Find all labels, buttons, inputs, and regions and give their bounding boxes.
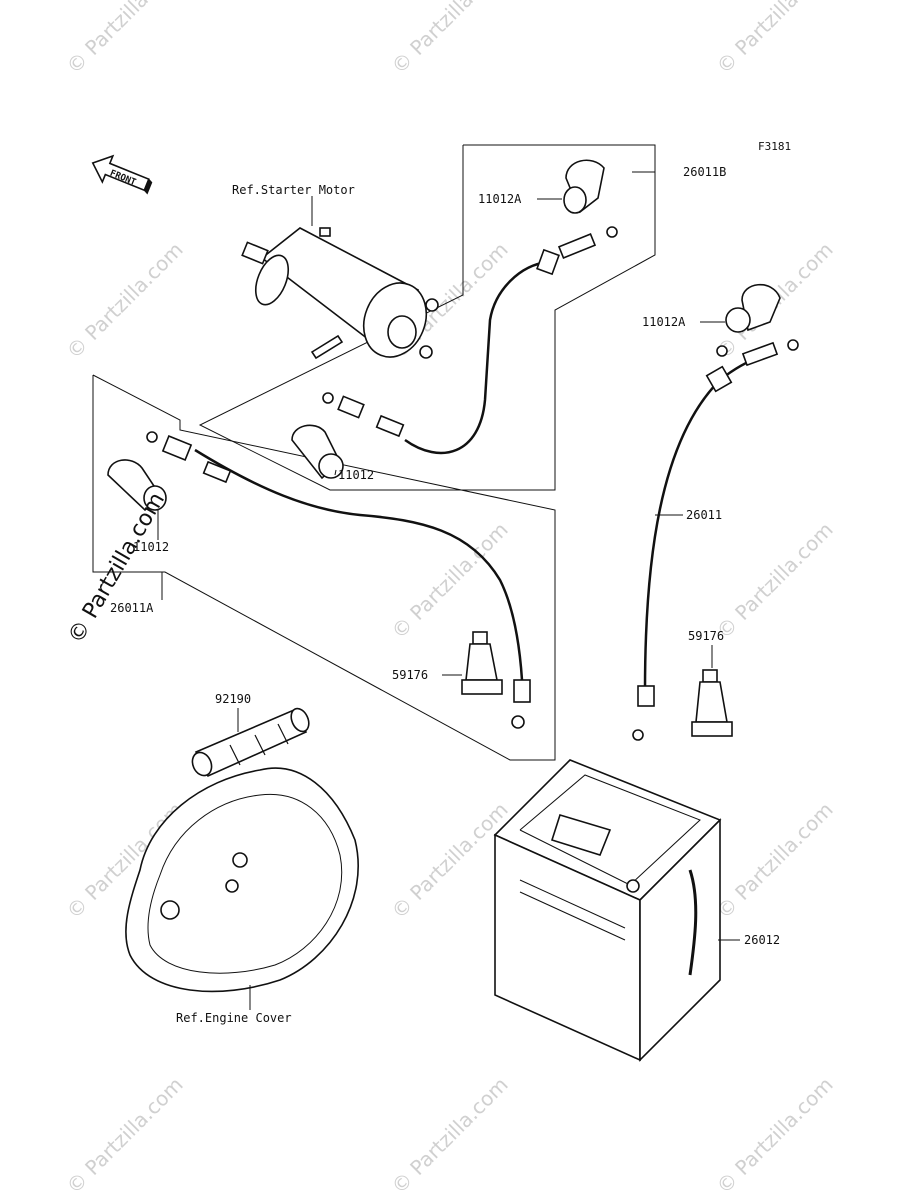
watermark: © Partzilla.com <box>387 797 513 923</box>
label-11012A-right: 11012A <box>642 315 686 329</box>
label-11012-mid: 11012 <box>338 468 374 482</box>
leader-lines <box>157 171 740 1010</box>
watermark-prominent: © Partzilla.com <box>64 488 171 648</box>
terminal-boot-59176-right <box>691 669 733 737</box>
watermark: © Partzilla.com <box>712 517 838 643</box>
cable-26011B <box>322 226 618 455</box>
watermark: © Partzilla.com <box>387 0 513 79</box>
cable-26011 <box>632 339 799 741</box>
engine-cover <box>125 767 359 993</box>
terminal-boot-59176-mid <box>461 631 503 695</box>
figure-code: F3181 <box>758 140 791 153</box>
label-26011A: 26011A <box>110 601 154 615</box>
cable-26011A <box>146 431 531 729</box>
label-59176-right: 59176 <box>688 629 724 643</box>
part-labels: Ref.Starter Motor 26011B 11012A 11012A 1… <box>110 165 780 1025</box>
watermark: © Partzilla.com <box>387 1072 513 1198</box>
label-26011: 26011 <box>686 508 722 522</box>
watermark: © Partzilla.com <box>712 0 838 79</box>
watermark: © Partzilla.com <box>712 797 838 923</box>
label-11012A-top: 11012A <box>478 192 522 206</box>
tube-92190 <box>191 707 310 778</box>
label-59176-mid: 59176 <box>392 668 428 682</box>
starter-motor <box>241 227 439 360</box>
front-arrow-icon: FRONT <box>91 154 153 195</box>
label-26011B: 26011B <box>683 165 726 179</box>
watermark: © Partzilla.com <box>62 0 188 79</box>
label-11012-left: 11012 <box>133 540 169 554</box>
watermark: © Partzilla.com <box>387 517 513 643</box>
watermark: © Partzilla.com <box>62 1072 188 1198</box>
label-ref-starter-motor: Ref.Starter Motor <box>232 183 355 197</box>
battery-26012 <box>493 759 722 1062</box>
terminal-cap-11012-left <box>107 459 167 512</box>
terminal-cap-11012A-right <box>725 283 781 333</box>
label-92190: 92190 <box>215 692 251 706</box>
label-ref-engine-cover: Ref.Engine Cover <box>176 1011 292 1025</box>
watermark: © Partzilla.com <box>62 237 188 363</box>
terminal-cap-11012-mid <box>291 424 344 480</box>
watermark: © Partzilla.com <box>712 1072 838 1198</box>
label-26012: 26012 <box>744 933 780 947</box>
terminal-cap-11012A-top <box>563 159 605 214</box>
